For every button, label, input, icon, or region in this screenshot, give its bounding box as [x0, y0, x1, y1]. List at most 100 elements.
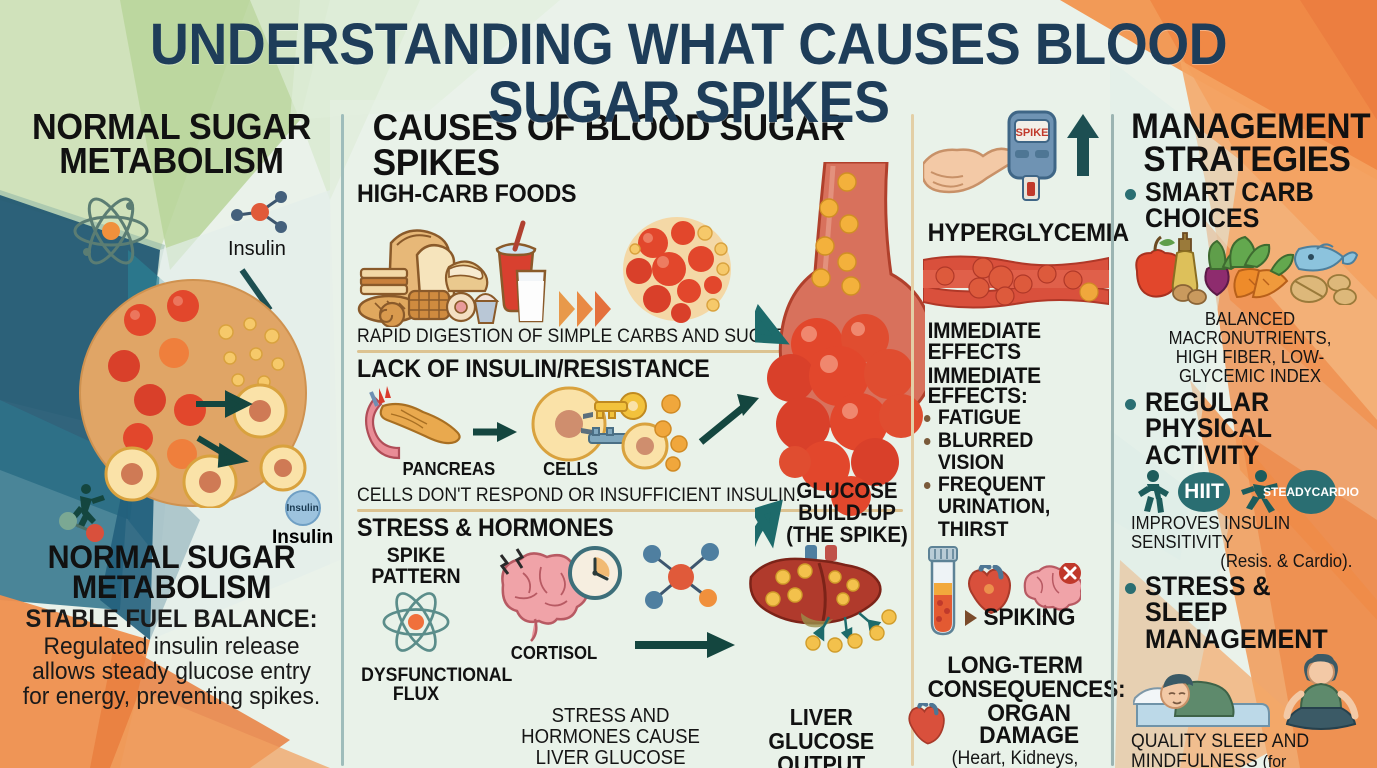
blocked-vessel-icon — [922, 255, 1110, 309]
item1-caption: BALANCED MACRONUTRIENTS, HIGH FIBER, LOW… — [1168, 309, 1332, 387]
column-management: MANAGEMENT STRATEGIES SMART CARB CHOICES — [1113, 108, 1377, 768]
section3-captions: STRESS AND HORMONES CAUSE LIVER GLUCOSE … — [357, 704, 903, 768]
section-divider-1 — [357, 350, 903, 354]
brain-clock-icon — [499, 546, 622, 643]
list-item: FATIGUE — [923, 407, 1094, 429]
insulin-badge-circle: Insulin — [284, 490, 321, 526]
activity-icons-row: HIIT STEADY — [1133, 470, 1369, 515]
management-list: SMART CARB CHOICES — [1125, 176, 1369, 768]
brain-damage-icon — [1023, 562, 1081, 617]
hiit-badge: HIIT — [1178, 472, 1230, 513]
item1-title: SMART CARB CHOICES — [1145, 176, 1314, 233]
cell-cluster-circle-icon — [78, 278, 308, 513]
arrow-upright-icon — [698, 394, 759, 445]
insulin-badge-label: Insulin — [272, 527, 334, 548]
column1-heading: NORMAL SUGAR METABOLISM — [31, 106, 312, 182]
page-title: UNDERSTANDING WHAT CAUSES BLOOD SUGAR SP… — [149, 12, 1228, 135]
content-columns: NORMAL SUGAR METABOLISM — [0, 108, 1377, 768]
list-item: BLURRED VISION — [923, 429, 1094, 475]
column2-heading: CAUSES OF BLOOD SUGAR SPIKES — [372, 107, 846, 184]
glucometer-icon: SPIKE — [921, 110, 1099, 201]
section2-labels: PANCREAS CELLS — [399, 460, 903, 478]
insulin-badge: Insulin Insulin — [272, 490, 333, 549]
organ-damage-row: ORGAN DAMAGE — [908, 699, 1107, 750]
pancreas-label: PANCREAS — [402, 459, 496, 480]
section3-caption: STRESS AND HORMONES CAUSE LIVER GLUCOSE … — [521, 705, 701, 768]
item2-title: REGULAR PHYSICAL ACTIVITY — [1145, 386, 1272, 470]
section1-caption: RAPID DIGESTION OF SIMPLE CARBS AND SUGA… — [357, 326, 804, 348]
section3-title: STRESS & HORMONES — [357, 514, 614, 543]
column1-footer-lead: STABLE FUEL BALANCE: — [25, 604, 318, 633]
cell-receptor-icon — [531, 386, 688, 472]
heart-icon — [968, 564, 1011, 614]
runner-molecule-icon — [55, 480, 117, 547]
item2-caption: IMPROVES INSULIN SENSITIVITY (Resis. & C… — [1131, 513, 1353, 572]
arrow-right-icon — [635, 632, 735, 659]
spike-pattern-block: SPIKE PATTERN DYSFUNCTIO — [357, 543, 513, 706]
svg-text:SPIKE: SPIKE — [1015, 127, 1048, 139]
item3-title: STRESS & SLEEP MANAGEMENT — [1145, 571, 1328, 654]
list-item-smart-carbs: SMART CARB CHOICES — [1125, 176, 1369, 387]
insulin-label: Insulin — [228, 238, 286, 260]
section2-title: LACK OF INSULIN/RESISTANCE — [357, 355, 710, 384]
sleep-icons-row — [1133, 654, 1369, 732]
running-person-icon — [1241, 470, 1278, 514]
long-term-title: LONG-TERM CONSEQUENCES: — [927, 651, 1126, 703]
item3-caption: QUALITY SLEEP AND MINDFULNESS (for hormo… — [1131, 731, 1310, 768]
test-tube-icon — [928, 545, 958, 636]
steady-cardio-badge: STEADY CARDIO — [1263, 470, 1359, 515]
dysfunctional-flux-label: DYSFUNCTIONAL FLUX — [361, 665, 513, 706]
heart-icon — [908, 703, 945, 745]
hormone-molecule-block — [633, 543, 739, 704]
healthy-foods-icon — [1135, 232, 1359, 307]
liver-output-label: LIVER GLUCOSE OUTPUT — [768, 704, 875, 768]
walking-person-icon — [1138, 470, 1169, 514]
poster-title-bar: UNDERSTANDING WHAT CAUSES BLOOD SUGAR SP… — [0, 16, 1377, 132]
organ-damage-detail: (Heart, Kidneys, Nerves) — [951, 748, 1079, 768]
sleeping-person-icon — [1133, 674, 1270, 728]
meditating-person-icon — [1283, 654, 1359, 731]
section1-title: HIGH-CARB FOODS — [357, 180, 577, 209]
column-causes: CAUSES OF BLOOD SUGAR SPIKES HIGH-CARB F… — [343, 107, 937, 768]
molecule-icon — [228, 190, 290, 241]
spike-pattern-label: SPIKE PATTERN — [371, 544, 461, 589]
brain-clock-block: CORTISOL — [479, 543, 629, 704]
atom-icon — [382, 592, 450, 652]
organ-damage-label: ORGAN DAMAGE — [979, 699, 1079, 750]
section3-visuals: SPIKE PATTERN DYSFUNCTIO — [357, 543, 903, 704]
column3-subheading: IMMEDIATE EFFECTS — [927, 317, 1041, 364]
column-normal-metabolism: NORMAL SUGAR METABOLISM — [0, 108, 343, 768]
section-divider-2 — [357, 509, 903, 513]
cells-label: CELLS — [542, 459, 598, 480]
immediate-effects-title: IMMEDIATE EFFECTS: — [927, 362, 1041, 409]
divider-1 — [341, 114, 344, 766]
column1-footer-body: Regulated insulin release allows steady … — [22, 632, 321, 711]
organ-icons-row — [923, 545, 1107, 641]
arrow-right-icon — [473, 422, 517, 443]
liver-icon — [749, 545, 897, 653]
pancreas-icon — [364, 386, 461, 460]
section-stress-hormones: STRESS & HORMONES SPIKE PATTERN — [357, 516, 903, 768]
liver-block — [743, 543, 903, 704]
list-item-physical-activity: REGULAR PHYSICAL ACTIVITY — [1125, 386, 1369, 572]
column1-footer-title: NORMAL SUGAR METABOLISM — [47, 539, 296, 606]
glucose-cluster-icon — [623, 217, 731, 324]
immediate-effects-list: FATIGUE BLURRED VISION FREQUENT URINATIO… — [923, 407, 1094, 541]
triple-chevron-icon — [559, 291, 611, 328]
carb-foods-icon — [357, 220, 547, 328]
section1-visuals — [357, 209, 903, 328]
spiking-row: SPIKING — [965, 603, 1107, 631]
column4-heading: MANAGEMENT STRATEGIES — [1131, 107, 1371, 180]
column1-footer: NORMAL SUGAR METABOLISM STABLE FUEL BALA… — [8, 539, 335, 711]
spiking-label: SPIKING — [983, 603, 1076, 631]
section-insulin-resistance: LACK OF INSULIN/RESISTANCE — [357, 355, 903, 513]
triangle-right-icon — [965, 610, 977, 627]
list-item-stress-sleep: STRESS & SLEEP MANAGEMENT — [1125, 571, 1369, 768]
glucose-buildup-label: GLUCOSE BUILD-UP (THE SPIKE) — [786, 478, 908, 547]
section-high-carb-foods: HIGH-CARB FOODS — [357, 180, 903, 354]
divider-2 — [911, 114, 914, 766]
cortisol-label: CORTISOL — [510, 643, 598, 664]
section2-visuals — [357, 384, 903, 476]
blood-vessel-icon — [706, 160, 937, 591]
